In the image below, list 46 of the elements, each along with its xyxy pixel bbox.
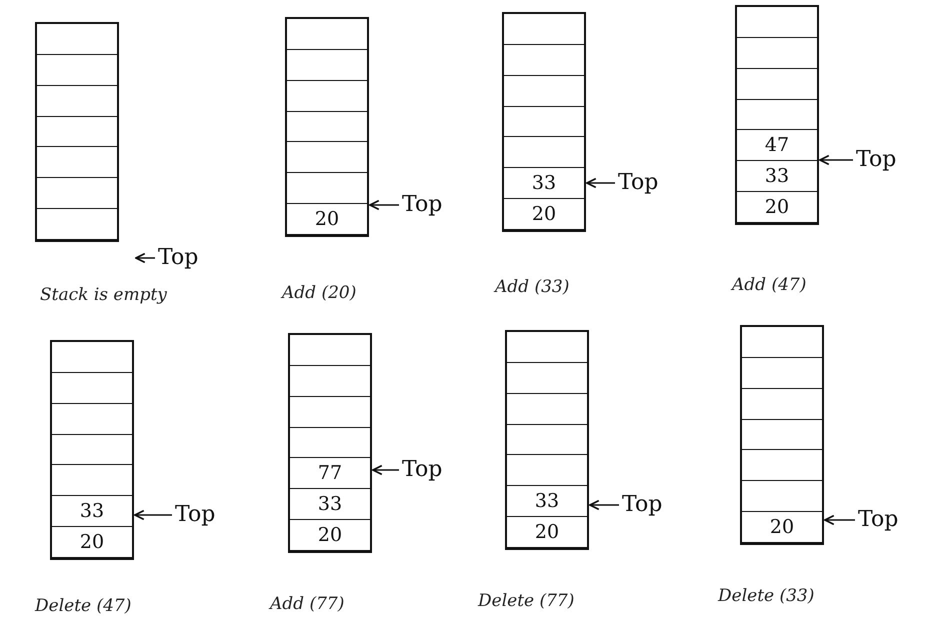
arrow — [824, 514, 855, 526]
caption: Delete (33) — [718, 586, 814, 606]
caption: Add (47) — [732, 275, 806, 295]
stack-cell: 77 — [290, 458, 370, 490]
stack-cell: 20 — [504, 199, 584, 230]
caption: Add (77) — [270, 594, 344, 614]
caption: Stack is empty — [40, 285, 167, 305]
pointer-label: Top — [402, 192, 442, 218]
stack-cell: 47 — [737, 130, 817, 162]
stack-box — [288, 333, 372, 553]
stack-box — [502, 12, 586, 232]
pointer-label: Top — [622, 492, 662, 518]
stack-box — [735, 5, 819, 225]
stack-cell: 20 — [52, 527, 132, 558]
arrow — [819, 154, 853, 166]
arrow — [134, 510, 172, 520]
arrow — [372, 464, 399, 476]
stack-cell: 33 — [290, 489, 370, 520]
stack-cell: 33 — [504, 168, 584, 200]
stack-box — [35, 22, 119, 242]
stack-cell: 33 — [507, 486, 587, 518]
stack-cell: 33 — [737, 161, 817, 192]
caption: Add (20) — [282, 283, 356, 303]
stack-cell: 20 — [742, 512, 822, 543]
pointer-label: Top — [858, 507, 898, 533]
stack-box — [740, 325, 824, 545]
arrow — [369, 200, 399, 210]
pointer-label: Top — [618, 170, 658, 196]
stack-cell: 20 — [287, 204, 367, 235]
pointer-label: Top — [402, 457, 442, 483]
caption: Add (33) — [495, 277, 570, 297]
stack-cell: 33 — [52, 496, 132, 528]
arrow — [589, 500, 619, 510]
stack-cell: 20 — [737, 192, 817, 223]
stack-box — [50, 340, 134, 560]
pointer-label: Top — [856, 147, 896, 173]
caption: Delete (77) — [478, 591, 574, 611]
arrow — [135, 252, 155, 264]
stack-box — [505, 330, 589, 550]
caption: Delete (47) — [35, 596, 132, 616]
arrow — [586, 178, 615, 188]
stack-cell: 20 — [507, 517, 587, 548]
pointer-label: Top — [158, 245, 198, 271]
stack-box — [285, 17, 369, 237]
pointer-label: Top — [175, 502, 216, 528]
stack-cell: 20 — [290, 520, 370, 551]
